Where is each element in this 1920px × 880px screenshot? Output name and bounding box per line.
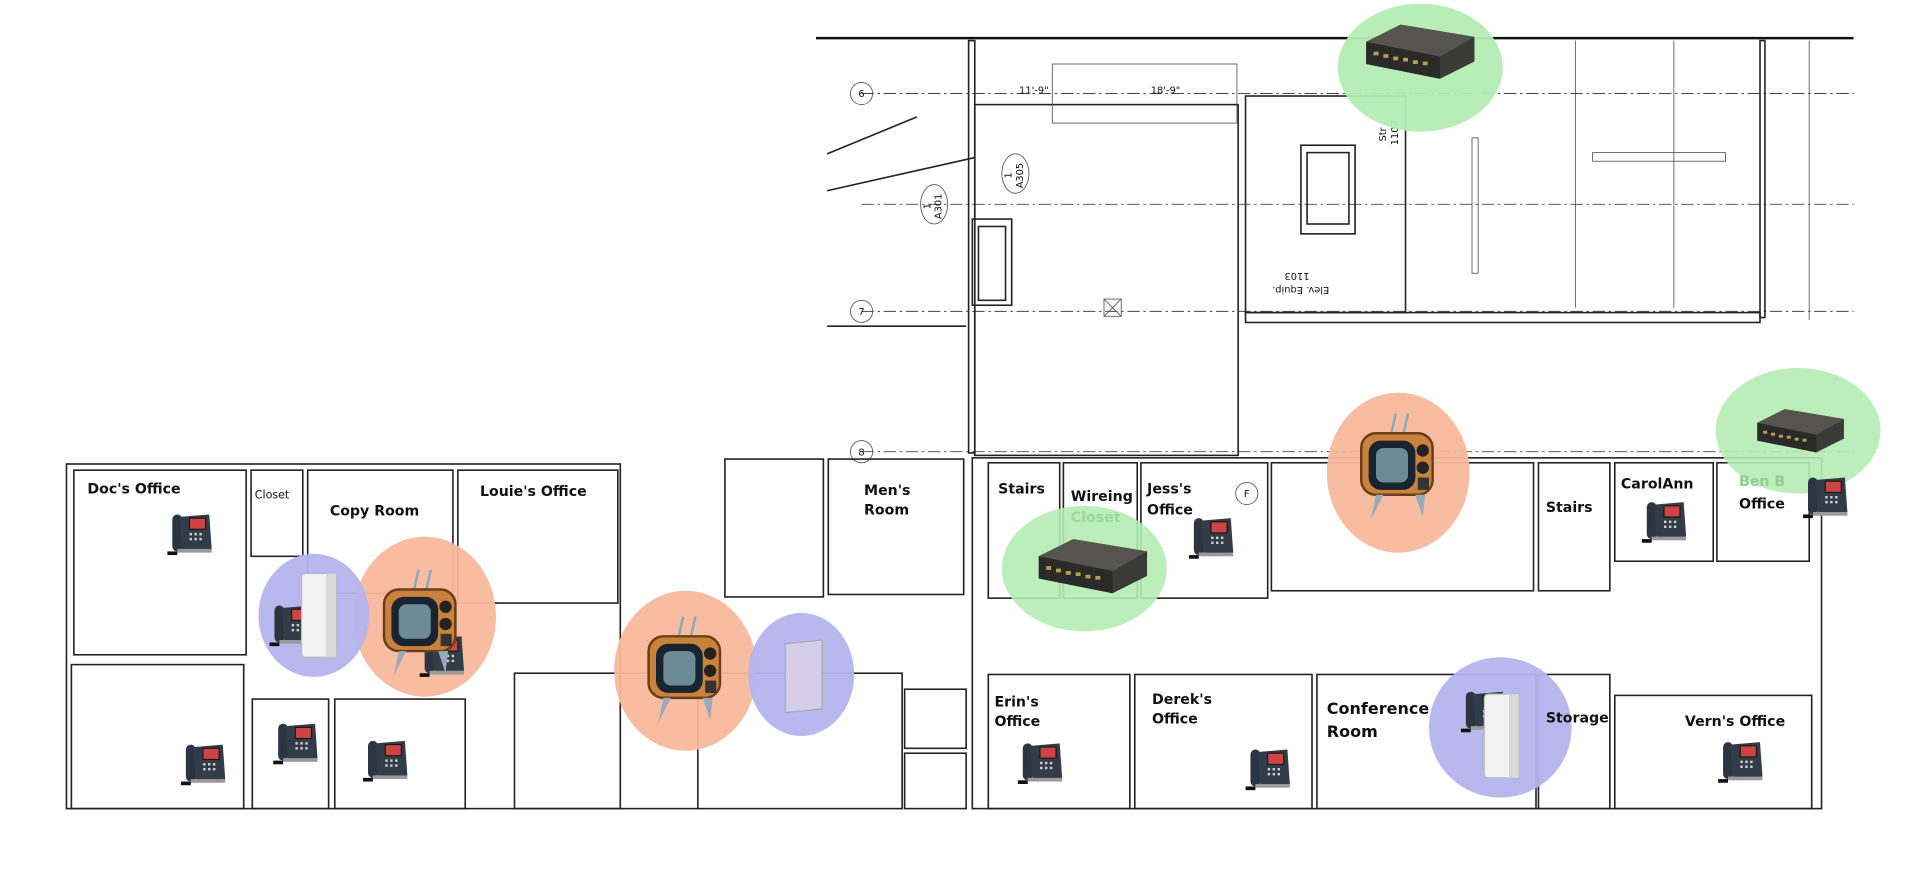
svg-text:Office: Office xyxy=(1739,496,1785,512)
mesh-router-icon xyxy=(1483,693,1520,779)
svg-text:18'-9": 18'-9" xyxy=(1151,86,1181,97)
upper-plan-walls xyxy=(816,36,1854,457)
phone-icon xyxy=(180,743,226,786)
phone-icon xyxy=(166,513,213,556)
svg-text:1102: 1102 xyxy=(1390,120,1401,145)
room-wiring-closet: Wireing xyxy=(1071,489,1133,505)
svg-text:6: 6 xyxy=(858,89,864,100)
svg-text:Elev. Equip.: Elev. Equip. xyxy=(1272,284,1329,295)
grid-markers: 6 7 8 F A301 1 A305 1 Elev. Equip. 1103 … xyxy=(850,82,1401,506)
room-louies-office: Louie's Office xyxy=(480,484,587,500)
wall-access-point-icon xyxy=(784,639,823,714)
room-carolann: CarolAnn xyxy=(1621,477,1694,493)
svg-text:Office: Office xyxy=(994,714,1040,730)
svg-text:A301: A301 xyxy=(934,194,945,219)
phone-icon xyxy=(1641,501,1687,544)
svg-text:Str: Str xyxy=(1378,126,1389,141)
room-storage: Storage xyxy=(1546,710,1609,726)
room-verns-office: Vern's Office xyxy=(1685,714,1785,730)
phone-icon xyxy=(1717,741,1764,784)
svg-text:Room: Room xyxy=(1327,722,1378,741)
room-conference: Conference xyxy=(1327,699,1430,718)
svg-text:Office: Office xyxy=(1152,712,1198,728)
phone-icon xyxy=(1802,476,1849,519)
phone-icon xyxy=(362,740,408,783)
room-stairs-east: Stairs xyxy=(1546,500,1593,516)
svg-text:8: 8 xyxy=(858,447,864,458)
room-copy-room: Copy Room xyxy=(330,504,419,520)
room-benb-office: Ben B xyxy=(1739,474,1785,490)
svg-text:7: 7 xyxy=(858,307,864,318)
room-closet: Closet xyxy=(255,488,290,501)
mesh-router-icon xyxy=(300,572,337,658)
room-erin-office: Erin's xyxy=(994,694,1038,710)
svg-text:Room: Room xyxy=(864,502,909,518)
svg-text:1103: 1103 xyxy=(1285,270,1310,281)
svg-text:1: 1 xyxy=(1004,172,1015,178)
phone-icon xyxy=(272,723,319,765)
room-labels: Doc's Office Closet Copy Room Louie's Of… xyxy=(87,474,1785,741)
phone-icon xyxy=(1244,748,1291,791)
room-docs-office: Doc's Office xyxy=(87,482,180,498)
svg-text:1: 1 xyxy=(922,203,933,209)
phone-icon xyxy=(1017,742,1063,785)
phone-icon xyxy=(1188,517,1234,560)
room-stairs-west: Stairs xyxy=(998,482,1045,498)
svg-text:Closet: Closet xyxy=(1071,510,1121,526)
svg-text:11'-9": 11'-9" xyxy=(1019,86,1049,97)
svg-text:F: F xyxy=(1244,489,1250,500)
svg-text:A305: A305 xyxy=(1015,163,1026,188)
devices xyxy=(300,24,1844,779)
room-derek-office: Derek's xyxy=(1152,692,1212,708)
room-mens-room: Men's xyxy=(864,483,910,499)
svg-text:Office: Office xyxy=(1147,502,1193,518)
room-jess-office: Jess's xyxy=(1146,482,1191,498)
